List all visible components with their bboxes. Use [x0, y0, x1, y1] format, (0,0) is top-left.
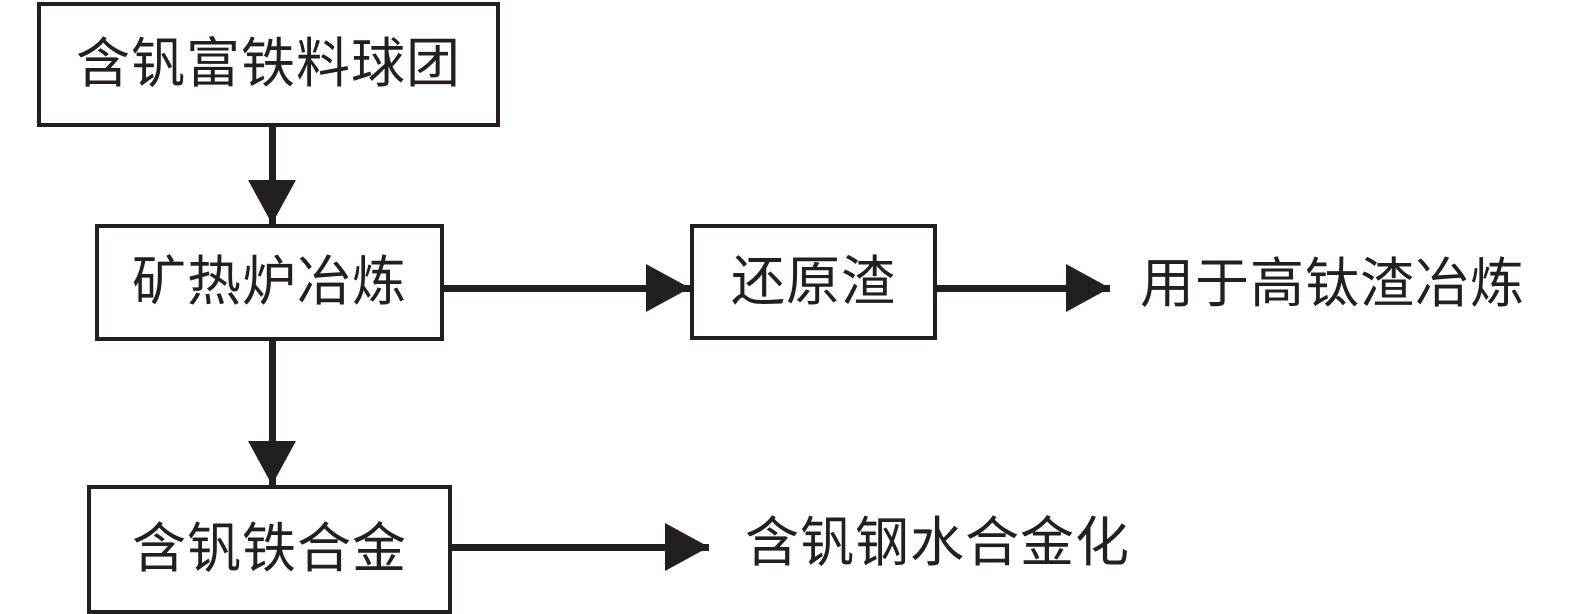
node-smelting-label: 矿热炉冶炼	[132, 250, 407, 314]
edge-shaft	[269, 127, 276, 224]
edge-shaft	[444, 285, 690, 292]
node-reduced-slag-label: 还原渣	[731, 249, 896, 313]
edge-shaft	[269, 341, 276, 485]
node-v-fe-alloy-label: 含钒铁合金	[132, 517, 407, 581]
node-v-fe-alloy[interactable]: 含钒铁合金	[87, 485, 452, 614]
edge-shaft	[452, 544, 709, 551]
label-high-ti-slag: 用于高钛渣冶炼	[1140, 252, 1525, 315]
arrowhead-down-icon	[248, 180, 296, 224]
node-pellet-label: 含钒富铁料球团	[76, 32, 461, 96]
node-reduced-slag[interactable]: 还原渣	[690, 224, 937, 340]
node-pellet[interactable]: 含钒富铁料球团	[37, 2, 500, 127]
arrowhead-down-icon	[248, 441, 296, 485]
node-smelting[interactable]: 矿热炉冶炼	[95, 224, 444, 341]
edge-shaft	[937, 285, 1110, 292]
arrowhead-right-icon	[1066, 264, 1110, 312]
label-steel-alloying: 含钒钢水合金化	[745, 511, 1130, 574]
arrowhead-right-icon	[646, 264, 690, 312]
arrowhead-right-icon	[665, 523, 709, 571]
